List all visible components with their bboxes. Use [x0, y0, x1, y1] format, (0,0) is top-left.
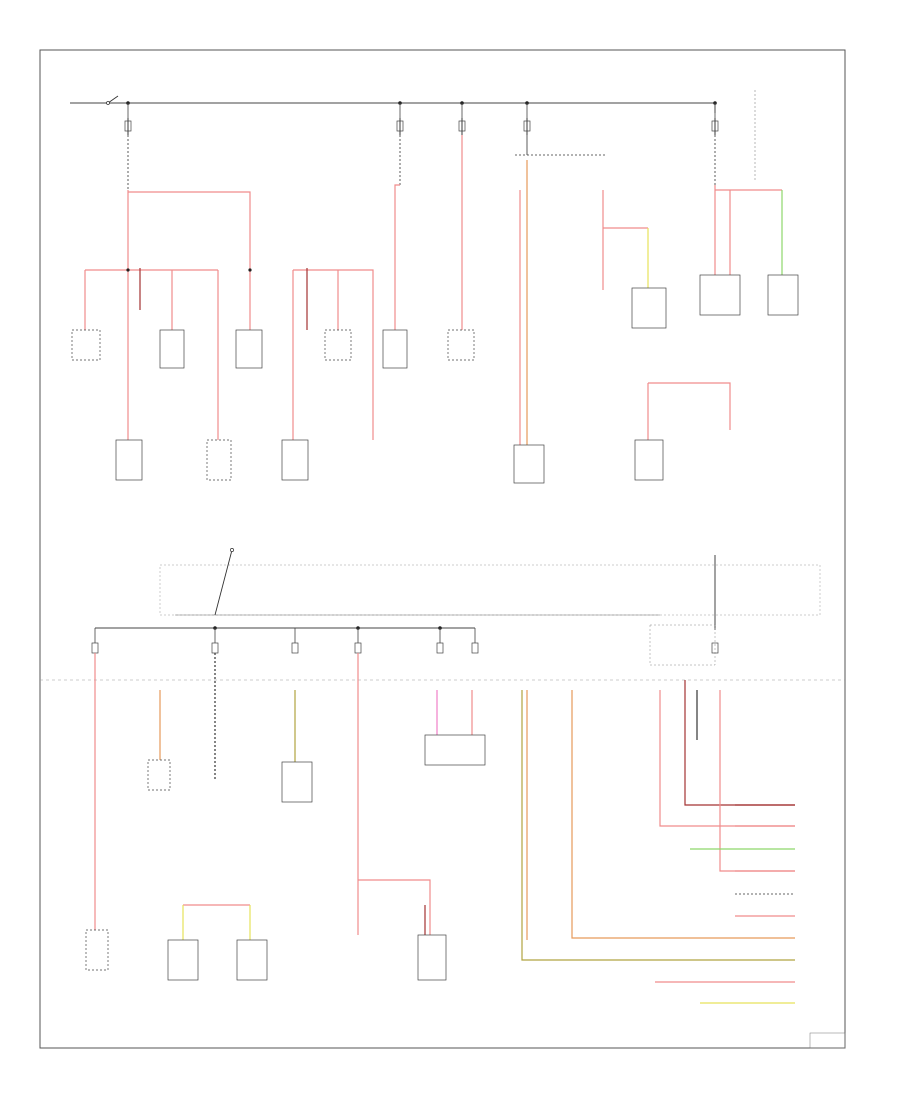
connector-block	[417, 934, 447, 981]
connector-block	[159, 329, 185, 369]
connector-block	[634, 439, 664, 481]
connector-block	[382, 329, 408, 369]
fuse-icon	[711, 118, 719, 135]
ignition-bus	[95, 548, 821, 630]
fuse-icon	[471, 642, 479, 654]
fuse-icon	[396, 118, 404, 135]
ignition-switch-icon	[106, 95, 119, 105]
connector-block	[236, 939, 268, 981]
connector-block	[324, 329, 352, 361]
wire-group-top-left	[84, 135, 252, 440]
component-top-left	[71, 329, 263, 481]
fuse-icon	[291, 642, 299, 654]
connector-block	[447, 329, 475, 361]
footer-box	[809, 1032, 846, 1049]
connector-block	[147, 759, 171, 791]
top-bus	[70, 90, 756, 180]
connector-block	[235, 329, 263, 369]
connector-block	[71, 329, 101, 361]
diagram-frame	[39, 49, 846, 1049]
fuse-row-top	[124, 103, 719, 135]
connector-block	[206, 439, 232, 481]
connector-block	[281, 439, 309, 481]
fuse-icon	[124, 118, 132, 135]
fuse-row-middle	[91, 624, 719, 666]
connector-block	[513, 444, 545, 484]
switch-pivot	[230, 548, 234, 552]
fuse-icon	[91, 642, 99, 654]
wire-group-top-middle	[281, 135, 475, 481]
wire-group-bottom	[85, 653, 795, 981]
fuse-icon	[354, 642, 362, 654]
fuse-icon	[436, 642, 444, 654]
wire-group-top-right	[513, 135, 799, 484]
fuse-icon	[523, 118, 531, 135]
fuse-icon	[458, 118, 466, 135]
connector-block	[767, 274, 799, 316]
connector-block	[85, 929, 109, 971]
connector-pins-right	[655, 804, 795, 1004]
connector-block	[281, 761, 313, 803]
connector-block	[115, 439, 143, 481]
connector-block	[631, 287, 667, 329]
connector-block	[167, 939, 199, 981]
fuse-icon	[211, 642, 219, 654]
connector-block	[424, 734, 486, 766]
connector-block	[699, 274, 741, 316]
